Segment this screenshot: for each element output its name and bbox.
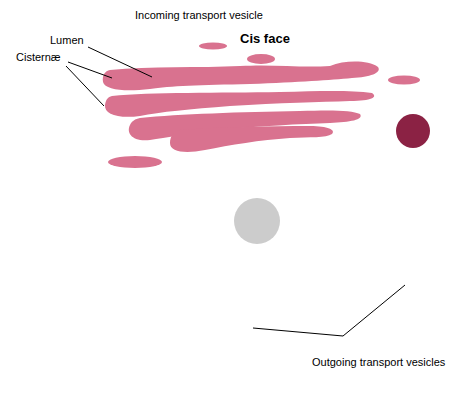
cisternae xyxy=(103,43,420,169)
incoming-vesicle xyxy=(199,43,227,50)
part-label: Cis face xyxy=(240,31,290,46)
part-label: Lumen xyxy=(50,34,84,47)
part-label: Incoming transport vesicle xyxy=(135,9,263,22)
part-label: Cisternæ xyxy=(16,51,61,64)
part-label: Outgoing transport vesicles xyxy=(312,356,445,369)
vesicle xyxy=(108,156,162,168)
vesicle xyxy=(396,114,430,148)
leader-lines xyxy=(66,47,405,336)
outgoing-vesicle xyxy=(234,198,280,244)
vesicle xyxy=(388,76,420,85)
cisterna xyxy=(170,126,333,152)
budding-vesicle xyxy=(247,54,275,64)
cisterna xyxy=(103,62,379,91)
leader-line xyxy=(253,285,405,336)
leader-line xyxy=(66,66,104,106)
